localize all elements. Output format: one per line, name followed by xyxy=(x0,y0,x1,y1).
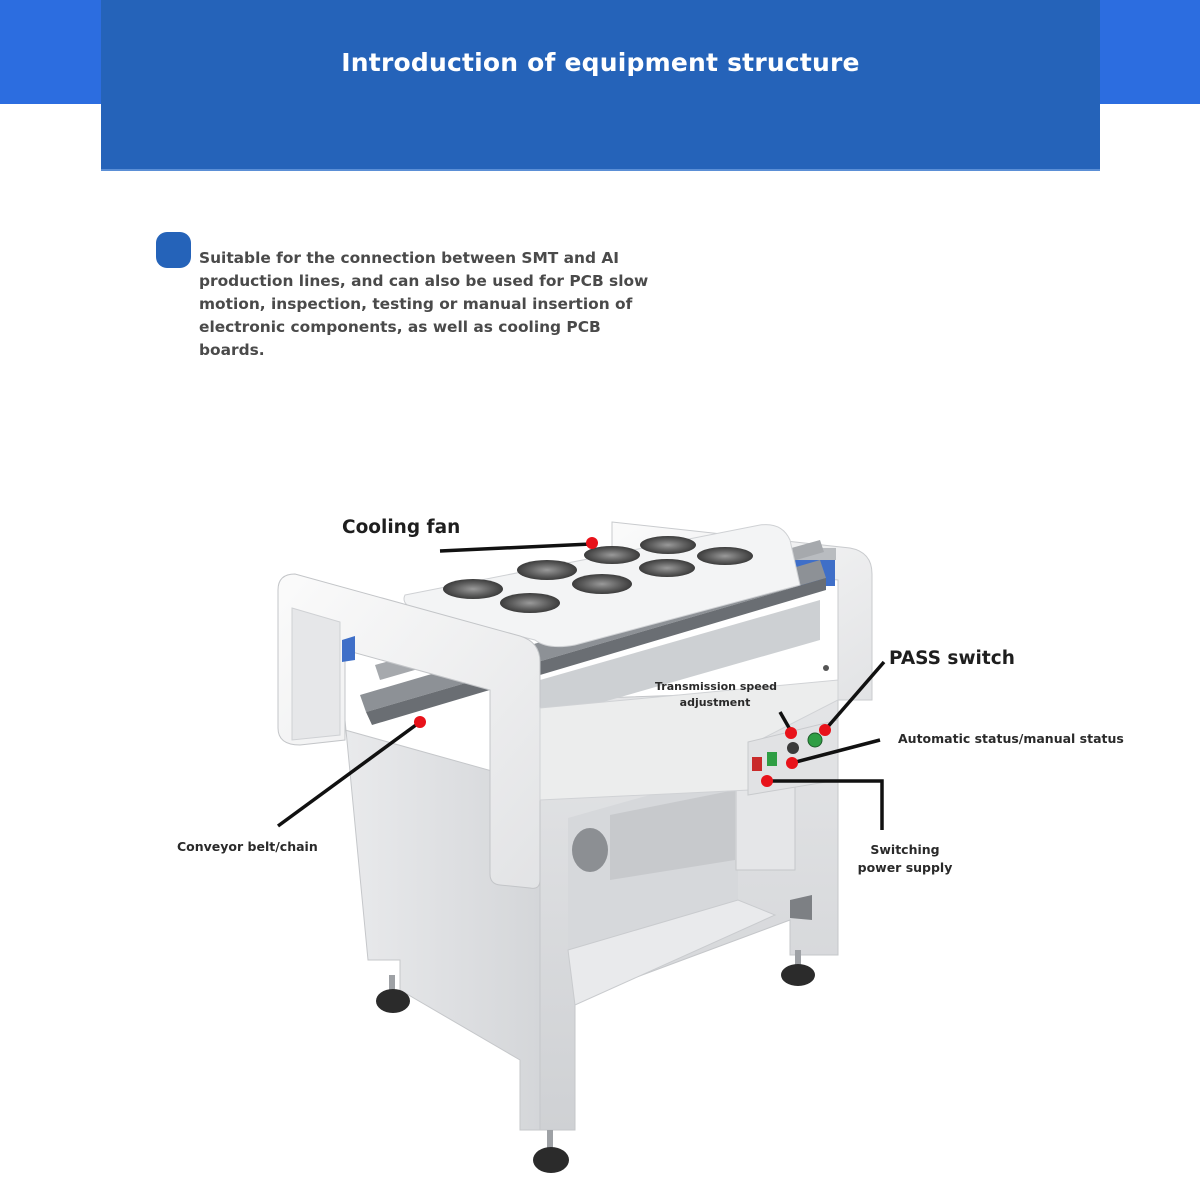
marker-pass-switch xyxy=(819,724,831,736)
status-switch-icon xyxy=(767,752,777,766)
label-transmission-speed-line1: Transmission speed xyxy=(655,680,778,693)
label-switching-power: Switching power supply xyxy=(850,841,960,877)
label-switching-power-line2: power supply xyxy=(857,860,953,875)
label-cooling-fan: Cooling fan xyxy=(342,517,461,538)
marker-auto-manual xyxy=(786,757,798,769)
label-pass-switch: PASS switch xyxy=(889,648,1015,669)
front-frame xyxy=(277,573,541,889)
speed-knob-icon xyxy=(787,742,799,754)
label-transmission-speed: Transmission speed adjustment xyxy=(655,679,778,711)
pass-button-icon xyxy=(807,732,823,748)
callout-markers xyxy=(414,537,831,787)
marker-cooling-fan xyxy=(586,537,598,549)
label-switching-power-line1: Switching xyxy=(870,842,940,857)
page-title: Introduction of equipment structure xyxy=(341,48,860,77)
label-transmission-speed-line2: adjustment xyxy=(679,696,751,709)
fan-icons xyxy=(443,536,753,613)
marker-conveyor-belt xyxy=(414,716,426,728)
label-auto-manual-status: Automatic status/manual status xyxy=(898,731,1124,746)
cooling-fan-plate xyxy=(403,524,801,648)
callout-lines xyxy=(276,542,886,830)
marker-transmission-speed xyxy=(785,727,797,739)
bullet-icon xyxy=(156,232,191,268)
marker-switching-power xyxy=(761,775,773,787)
leveling-feet xyxy=(376,950,815,1173)
label-conveyor-belt: Conveyor belt/chain xyxy=(177,839,318,854)
description-text: Suitable for the connection between SMT … xyxy=(199,249,649,359)
power-switch-icon xyxy=(752,757,762,771)
header-banner: Introduction of equipment structure xyxy=(101,0,1100,171)
